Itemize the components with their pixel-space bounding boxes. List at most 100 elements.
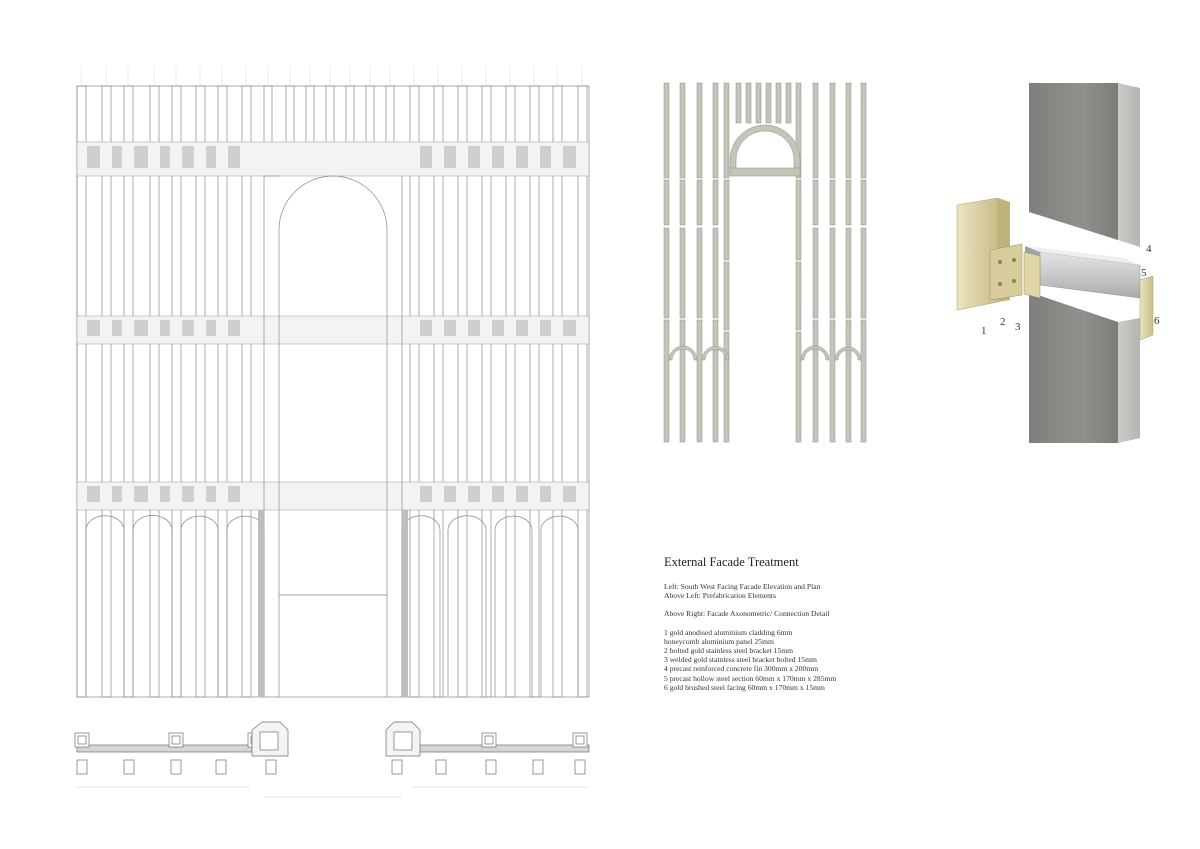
plan-column-core: [484, 735, 494, 745]
prefab-fin-segment: [812, 179, 819, 226]
central-arch: [278, 175, 388, 697]
ground-arch: [132, 515, 173, 697]
caption-block: External Facade Treatment Left: South We…: [664, 555, 964, 692]
band-recess: [206, 320, 216, 336]
band-recess: [134, 146, 148, 168]
prefab-top-fin: [735, 82, 742, 124]
ground-arch: [494, 515, 533, 697]
prefabrication-elements-drawing: [663, 82, 867, 443]
band-recess: [160, 320, 170, 336]
plan-fin-section: [485, 759, 497, 775]
band-recess: [112, 486, 122, 502]
plan-fin-section: [123, 759, 135, 775]
prefab-fin-segment: [812, 319, 819, 443]
facade-outline: [76, 85, 590, 698]
band-recess: [444, 320, 456, 336]
elevation-fins: [76, 85, 590, 698]
caption-view-detail: Above Right: Facade Axonometric/ Connect…: [664, 609, 830, 619]
plan-column-core: [171, 735, 181, 745]
prefab-fin-segment: [812, 82, 819, 179]
prefab-small-arch: [668, 345, 698, 361]
prefab-fin-segment: [795, 179, 802, 261]
band-recess: [516, 146, 528, 168]
band-recess: [87, 146, 100, 168]
band-recess: [468, 146, 480, 168]
elevation-floor-bands: [76, 141, 590, 511]
band-recess: [563, 320, 576, 336]
plan-fin-section: [435, 759, 447, 775]
prefab-fin-segment: [696, 82, 703, 179]
prefab-fin-segment: [723, 331, 730, 443]
band-recess: [563, 486, 576, 502]
band-recess: [87, 486, 100, 502]
caption-view-elevation: Left: South West Facing Facade Elevation…: [664, 582, 821, 591]
callout-6: 6: [1154, 315, 1160, 327]
plan-pier-core: [393, 731, 413, 751]
callout-3: 3: [1015, 321, 1021, 333]
prefab-top-fin: [775, 82, 782, 124]
prefab-fin-segment: [679, 82, 686, 179]
band-recess: [206, 146, 216, 168]
plan-fin-section: [574, 759, 586, 775]
prefab-fin-segment: [696, 227, 703, 319]
legend-item-1b: honeycomb aluminium panel 25mm: [664, 636, 774, 646]
prefab-fin-segment: [712, 82, 719, 179]
legend-item-4: 4 precast reinforced concrete fin 300mm …: [664, 664, 819, 674]
ground-arch: [540, 515, 579, 697]
band-recess: [160, 486, 170, 502]
gold-steel-facing: [1139, 275, 1154, 341]
prefab-fin-segment: [845, 319, 852, 443]
connection-detail-axonometric: [956, 83, 1154, 443]
prefab-fin-segment: [712, 319, 719, 443]
plan-pier-core: [259, 731, 279, 751]
prefab-fin-segment: [712, 227, 719, 319]
prefab-fin-segment: [696, 179, 703, 226]
prefab-fin-segment: [860, 179, 867, 226]
band-recess: [87, 320, 100, 336]
prefab-fin-segment: [795, 82, 802, 179]
band-recess: [420, 486, 432, 502]
callout-4: 4: [1146, 243, 1152, 255]
ground-arch: [85, 515, 125, 697]
bolted-bracket: [989, 243, 1023, 301]
band-recess: [540, 146, 551, 168]
prefab-fin-segment: [829, 319, 836, 443]
band-recess: [228, 320, 240, 336]
ground-arch: [447, 515, 487, 697]
floor-band: [76, 481, 590, 511]
band-recess: [516, 320, 528, 336]
prefab-fin-segment: [663, 82, 670, 179]
prefab-fin-segment: [845, 179, 852, 226]
legend-item-2: 2 bolted gold stainless steel bracket 15…: [664, 646, 794, 656]
welded-bracket: [1023, 251, 1041, 299]
prefab-fin-segment: [845, 227, 852, 319]
prefab-fin-segment: [663, 227, 670, 319]
prefab-fin-segment: [860, 227, 867, 319]
band-recess: [444, 486, 456, 502]
legend-item-1: 1 gold anodised aluminium cladding 6mm: [664, 627, 793, 637]
plan-fin-section: [532, 759, 544, 775]
caption-view-prefab: Above Left: Prefabrication Elements: [664, 591, 776, 601]
prefab-fin-segment: [663, 179, 670, 226]
callout-5: 5: [1141, 267, 1147, 279]
band-recess: [540, 486, 551, 502]
band-recess: [563, 146, 576, 168]
plan-column-core: [77, 735, 87, 745]
plan-fin-section: [391, 759, 403, 775]
prefab-fin-segment: [712, 179, 719, 226]
prefab-arch-band: [729, 167, 801, 177]
prefab-fin-segment: [829, 179, 836, 226]
elevation-arches: [85, 175, 579, 697]
prefab-top-fin: [755, 82, 762, 124]
band-recess: [420, 146, 432, 168]
band-recess: [468, 486, 480, 502]
plan-fin-section: [170, 759, 182, 775]
jamb-shadow: [402, 510, 408, 697]
prefab-fin-segment: [723, 261, 730, 331]
band-recess: [182, 146, 194, 168]
elevation-gridlines: [80, 66, 583, 86]
band-recess: [228, 146, 240, 168]
band-recess: [228, 486, 240, 502]
plan-fin-section: [76, 759, 88, 775]
band-recess: [468, 320, 480, 336]
